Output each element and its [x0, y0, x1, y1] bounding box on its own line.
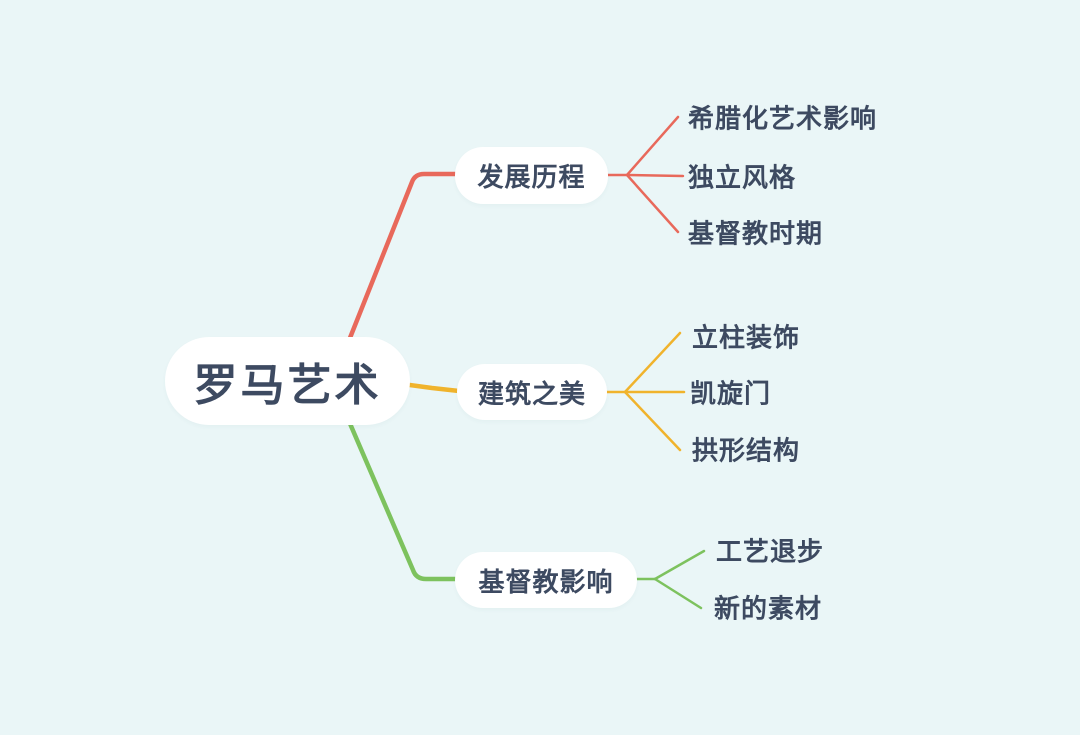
branch-node-architecture-beauty[interactable]: 建筑之美: [457, 364, 607, 420]
branch1-child3-link: [625, 173, 680, 234]
branch1-main-link: [339, 171, 467, 361]
branch2-child1-link: [623, 331, 682, 394]
leaf-hellenistic-art-influence[interactable]: 希腊化艺术影响: [688, 103, 878, 134]
branch2-child3-link: [623, 390, 682, 452]
branch-node-label: 发展历程: [477, 162, 586, 192]
branch-node-label: 基督教影响: [478, 566, 614, 597]
branch3-main-link: [339, 402, 465, 582]
branch-node-christian-influence[interactable]: 基督教影响: [455, 552, 637, 608]
branch3-child2-link: [653, 577, 703, 610]
leaf-craftsmanship-decline[interactable]: 工艺退步: [716, 536, 825, 567]
leaf-triumphal-arch[interactable]: 凯旋门: [690, 378, 772, 409]
branch1-child1-link: [625, 115, 680, 177]
root-node-label: 罗马艺术: [193, 361, 382, 410]
branch1-child2-link: [625, 173, 685, 178]
leaf-column-decoration[interactable]: 立柱装饰: [692, 322, 801, 353]
branch-node-label: 建筑之美: [477, 378, 586, 409]
leaf-new-materials[interactable]: 新的素材: [714, 593, 823, 624]
leaf-christian-period[interactable]: 基督教时期: [688, 218, 824, 249]
branch3-child1-link: [653, 549, 706, 581]
root-node-roman-art[interactable]: 罗马艺术: [165, 337, 410, 425]
branch-node-development-history[interactable]: 发展历程: [455, 147, 608, 204]
leaf-arch-structure[interactable]: 拱形结构: [692, 435, 801, 466]
leaf-independent-style[interactable]: 独立风格: [688, 162, 797, 193]
